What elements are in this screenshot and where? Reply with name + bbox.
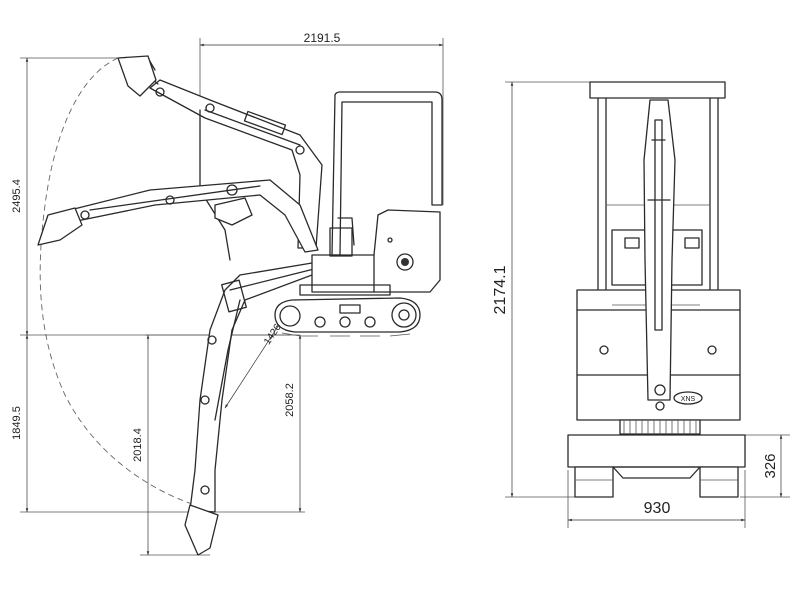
reach-envelope-arc	[39, 57, 196, 506]
label-max-dig-depth: 2058.2	[284, 383, 296, 417]
side-view	[20, 38, 444, 556]
label-max-dig-height: 2495.4	[11, 179, 23, 213]
label-vertical-wall-dig-depth: 2018.4	[132, 428, 144, 462]
upper-structure	[299, 91, 443, 296]
front-extension-lines	[505, 81, 790, 528]
side-track	[274, 297, 421, 337]
front-boom	[643, 99, 676, 411]
boom-lowered	[184, 261, 321, 556]
swing-bearing	[619, 419, 701, 435]
boom-raised	[117, 55, 323, 261]
label-track-width: 930	[644, 500, 671, 517]
label-overall-length: 2191.5	[304, 31, 341, 45]
front-view: XNS	[505, 81, 790, 528]
label-overall-height: 2174.1	[492, 265, 509, 314]
label-max-dump-height: 1849.5	[11, 406, 23, 440]
boom-extended	[37, 179, 319, 253]
brand-badge	[673, 391, 703, 405]
label-track-height: 326	[762, 453, 779, 478]
front-undercarriage	[567, 434, 746, 498]
brand-badge-text: XNS	[681, 396, 696, 403]
